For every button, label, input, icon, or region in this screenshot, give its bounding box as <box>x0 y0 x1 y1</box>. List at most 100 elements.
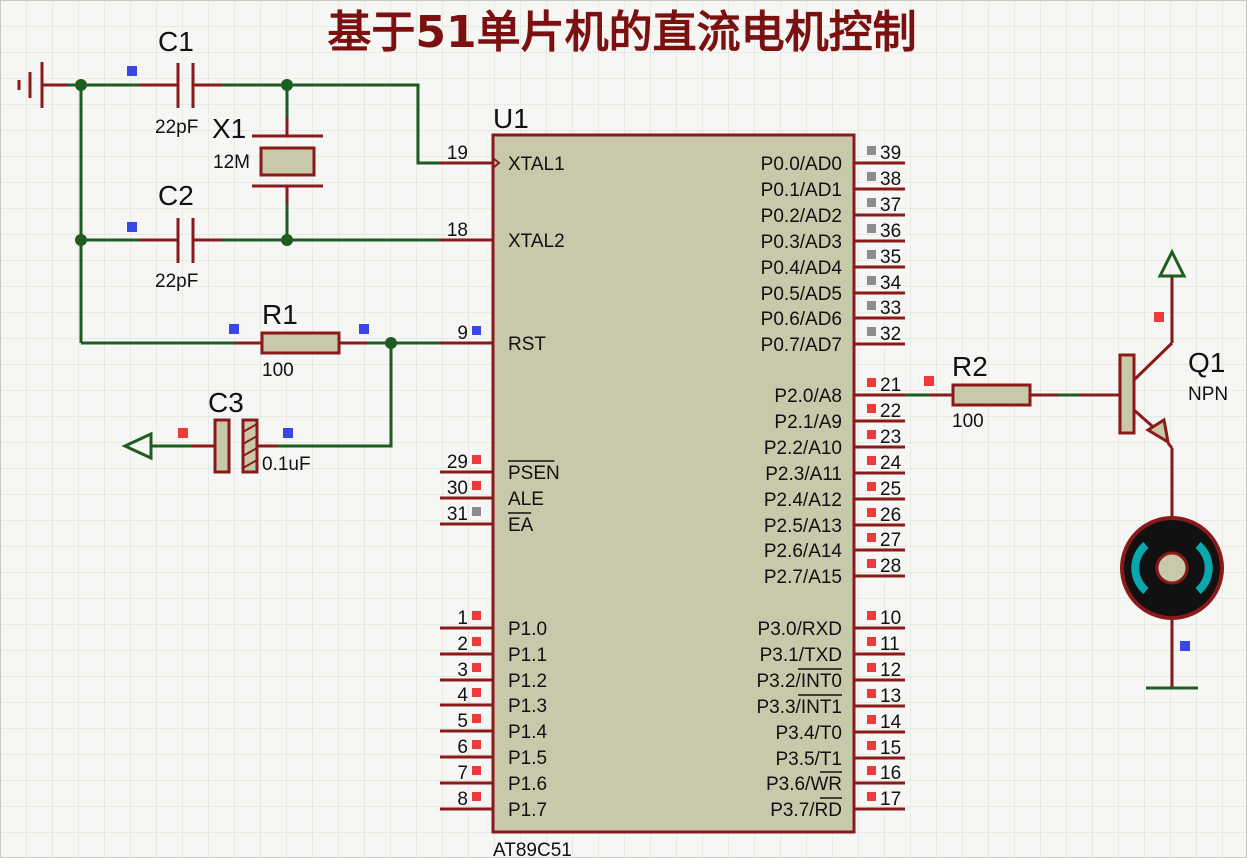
pin-number: 36 <box>880 221 901 242</box>
transistor-q1[interactable]: Q1 NPN <box>1080 276 1228 520</box>
pin-number: 11 <box>880 634 900 655</box>
pin-number: 7 <box>457 763 468 784</box>
r1-refdes: R1 <box>262 299 298 330</box>
pin-name: P2.1/A9 <box>774 412 842 433</box>
pin-number: 24 <box>880 453 902 474</box>
mcu-pin-4[interactable]: 4P1.3 <box>440 685 547 717</box>
pin-number: 5 <box>457 711 468 732</box>
pin-name: P0.0/AD0 <box>761 154 842 175</box>
c1-value: 22pF <box>155 117 198 138</box>
pin-name: P1.7 <box>508 800 547 821</box>
capacitor-c3[interactable]: C3 0.1uF <box>178 387 311 475</box>
pin-number: 12 <box>880 660 901 681</box>
resistor-r2[interactable]: R2 100 <box>924 351 1058 432</box>
pin-name: P2.5/A13 <box>764 516 842 537</box>
junction-dot <box>75 79 87 91</box>
capacitor-c1[interactable]: C1 22pF <box>127 26 222 138</box>
junction-dot <box>75 234 87 246</box>
pin-name: P2.7/A15 <box>764 567 842 588</box>
pin-number: 14 <box>880 712 902 733</box>
pin-name: P3.0/RXD <box>758 619 842 640</box>
mcu-pin-7[interactable]: 7P1.6 <box>440 763 547 795</box>
pin-name: P2.6/A14 <box>764 541 843 562</box>
mcu-pin-1[interactable]: 1P1.0 <box>440 608 547 640</box>
pin-number: 16 <box>880 763 901 784</box>
c2-refdes: C2 <box>158 180 194 211</box>
pin-number: 8 <box>457 789 468 810</box>
mcu-pin-6[interactable]: 6P1.5 <box>440 737 547 769</box>
pin-name: P0.6/AD6 <box>761 309 842 330</box>
pin-number: 30 <box>447 478 468 499</box>
c3-refdes: C3 <box>208 387 244 418</box>
mcu-pin-3[interactable]: 3P1.2 <box>440 660 547 692</box>
crystal-x1[interactable]: X1 12M <box>212 113 323 202</box>
pin-number: 32 <box>880 324 901 345</box>
x1-value: 12M <box>213 152 250 173</box>
pin-number: 29 <box>447 452 468 473</box>
power-arrow-vcc[interactable] <box>1157 248 1187 278</box>
pin-number: 1 <box>457 608 468 629</box>
pin-name: ALE <box>508 489 544 510</box>
pin-name: XTAL2 <box>508 231 565 252</box>
pin-name: P0.2/AD2 <box>761 206 842 227</box>
resistor-r1[interactable]: R1 100 <box>229 299 369 381</box>
capacitor-c2[interactable]: C2 22pF <box>127 180 222 292</box>
dc-motor[interactable] <box>1120 516 1224 688</box>
pin-name: P0.5/AD5 <box>761 284 842 305</box>
mcu-pin-2[interactable]: 2P1.1 <box>440 634 547 666</box>
mcu-right-pins: 39P0.0/AD038P0.1/AD137P0.2/AD236P0.3/AD3… <box>756 143 905 821</box>
q1-refdes: Q1 <box>1188 347 1225 378</box>
mcu-pin-5[interactable]: 5P1.4 <box>440 711 548 743</box>
pin-name: P0.3/AD3 <box>761 232 842 253</box>
pin-number: 39 <box>880 143 901 164</box>
pin-number: 33 <box>880 298 901 319</box>
pin-name: P3.2/INT0 <box>756 671 842 692</box>
mcu-u1[interactable]: U1 AT89C51 19XTAL118XTAL29RST29PSEN30ALE… <box>440 103 905 858</box>
pin-number: 17 <box>880 789 901 810</box>
ground-arrow-left[interactable] <box>121 431 153 461</box>
pin-number: 38 <box>880 169 901 190</box>
pin-name: P3.6/WR <box>766 774 842 795</box>
pin-name: P1.2 <box>508 671 547 692</box>
q1-value: NPN <box>1188 384 1228 405</box>
pin-number: 10 <box>880 608 901 629</box>
mcu-pin-8[interactable]: 8P1.7 <box>440 789 547 821</box>
pin-name: RST <box>508 334 546 355</box>
pin-number: 19 <box>447 143 468 164</box>
u1-part: AT89C51 <box>493 840 572 858</box>
x1-refdes: X1 <box>212 113 246 144</box>
junction-dot <box>281 234 293 246</box>
ground-symbol-left[interactable] <box>17 62 68 108</box>
